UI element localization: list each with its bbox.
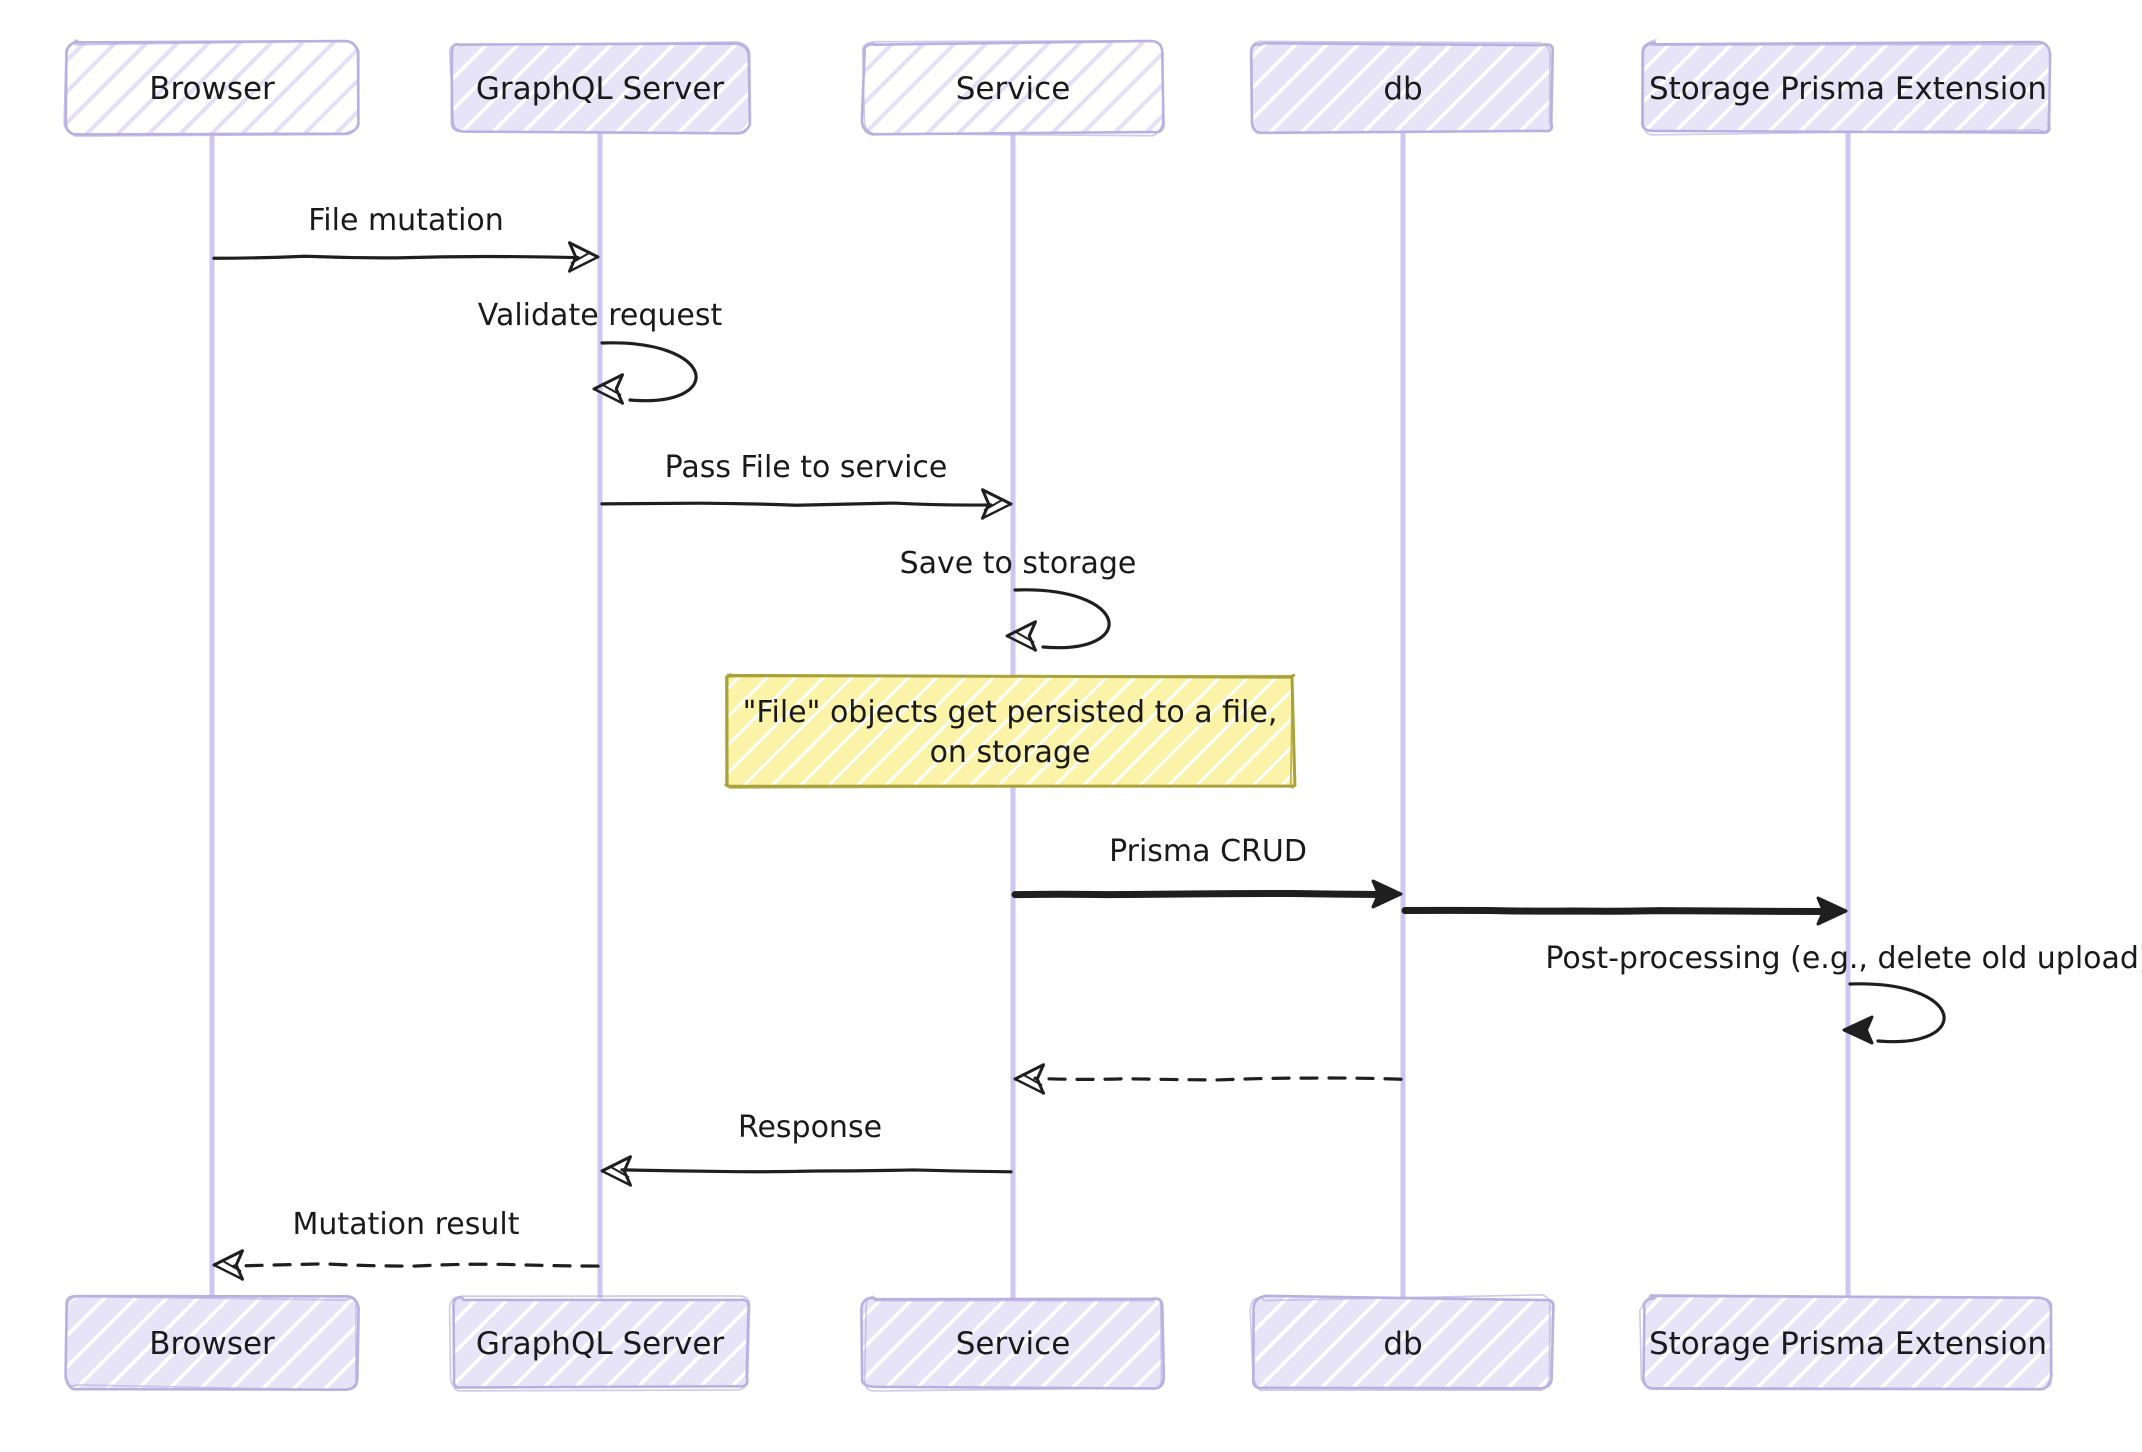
message-label-m1: File mutation (308, 203, 504, 238)
message-line (212, 254, 580, 260)
participant-label-storage: Storage Prisma Extension (1649, 71, 2047, 107)
note-line-0-0: "File" objects get persisted to a file, (743, 695, 1278, 730)
message-label-m4: Save to storage (900, 546, 1137, 581)
message-line (1401, 906, 1832, 916)
participant-bottom-service[interactable]: Service (860, 1295, 1166, 1392)
note-line-0-1: on storage (930, 735, 1091, 770)
messages-group (212, 241, 1946, 1281)
arrowhead-open-2 (981, 488, 1013, 520)
participant-label-graphql: GraphQL Server (476, 1326, 725, 1362)
participant-box-sketch-outline (448, 41, 752, 135)
participant-box-shape (1251, 1294, 1555, 1390)
participant-bottom-storage[interactable]: Storage Prisma Extension (1639, 1294, 2053, 1391)
participant-box-sketch-outline (863, 1295, 1163, 1392)
arrowhead-sketch-stroke (600, 383, 622, 397)
message-line (1011, 889, 1387, 899)
participant-bottom-browser[interactable]: Browser (64, 1294, 360, 1391)
arrowhead-sketch-stroke (570, 251, 592, 265)
participant-label-browser: Browser (149, 71, 275, 107)
participant-label-service: Service (956, 71, 1071, 107)
participant-box-shape (860, 1296, 1166, 1390)
arrowhead-sketch-stroke (220, 1259, 242, 1273)
message-m5[interactable] (1011, 879, 1403, 909)
message-label-m2: Validate request (478, 298, 723, 333)
message-label-m3: Pass File to service (665, 450, 948, 485)
message-line (620, 1168, 1013, 1174)
participant-top-db[interactable]: db (1249, 40, 1555, 135)
participant-box-shape (452, 1296, 750, 1389)
participant-box-sketch-outline (63, 38, 360, 137)
participant-box-sketch-outline (861, 39, 1164, 137)
message-label-m10: Mutation result (293, 1207, 520, 1242)
participant-top-graphql[interactable]: GraphQL Server (448, 41, 752, 135)
message-m1[interactable] (212, 241, 600, 273)
participant-label-service: Service (956, 1326, 1071, 1362)
arrowhead-open-2 (1013, 1063, 1045, 1095)
arrowhead-sketch-stroke (608, 1165, 630, 1179)
arrowhead-solid (1842, 1015, 1874, 1045)
participant-box-sketch-outline (1642, 38, 2052, 136)
message-m7[interactable] (1842, 982, 1946, 1045)
message-label-m5: Prisma CRUD (1109, 834, 1307, 869)
arrowhead-open-2 (1005, 620, 1037, 652)
message-m9[interactable] (600, 1155, 1013, 1187)
participant-box-sketch-outline (1251, 40, 1552, 134)
arrowhead-solid (1371, 879, 1403, 909)
participant-label-graphql: GraphQL Server (476, 71, 725, 107)
message-m3[interactable] (600, 488, 1013, 520)
participant-bottom-db[interactable]: db (1249, 1294, 1555, 1391)
arrowhead-solid (1816, 896, 1848, 926)
participant-box-sketch-outline (1639, 1294, 2052, 1390)
message-label-m9: Response (738, 1110, 882, 1145)
message-line (1033, 1076, 1403, 1082)
arrowhead-open-2 (212, 1249, 244, 1281)
participant-top-browser[interactable]: Browser (63, 38, 360, 137)
participant-box-sketch-outline (64, 1295, 358, 1391)
notes-group: "File" objects get persisted to a file, o… (724, 673, 1297, 789)
arrowhead-sketch-stroke (983, 498, 1005, 512)
self-loop-line (1848, 982, 1946, 1044)
message-m8[interactable] (1013, 1063, 1403, 1095)
message-line (232, 1262, 600, 1268)
participant-label-db: db (1383, 1326, 1422, 1362)
participant-bottom-graphql[interactable]: GraphQL Server (448, 1295, 751, 1392)
note-n1[interactable]: "File" objects get persisted to a file, o… (724, 673, 1297, 789)
message-line (600, 501, 993, 507)
participant-label-storage: Storage Prisma Extension (1649, 1326, 2047, 1362)
participant-box-sketch-outline (448, 1295, 751, 1392)
arrowhead-open-2 (568, 241, 600, 273)
participant-top-storage[interactable]: Storage Prisma Extension (1640, 38, 2052, 136)
message-m2[interactable] (592, 341, 698, 405)
self-loop-line (600, 341, 698, 403)
note-box-sketch-outline (724, 673, 1295, 789)
arrowhead-sketch-stroke (1021, 1073, 1043, 1087)
arrowhead-open-2 (600, 1155, 632, 1187)
message-m10[interactable] (212, 1249, 600, 1281)
arrowhead-open-2 (592, 373, 624, 405)
self-loop-line (1013, 588, 1111, 650)
participant-label-db: db (1383, 71, 1422, 107)
message-label-m7: Post-processing (e.g., delete old upload… (1545, 941, 2142, 976)
participant-top-service[interactable]: Service (860, 39, 1165, 137)
arrowhead-sketch-stroke (1013, 630, 1035, 644)
message-m6[interactable] (1401, 896, 1848, 926)
participant-label-browser: Browser (149, 1326, 275, 1362)
participant-box-sketch-outline (1249, 1294, 1551, 1391)
message-m4[interactable] (1005, 588, 1111, 652)
